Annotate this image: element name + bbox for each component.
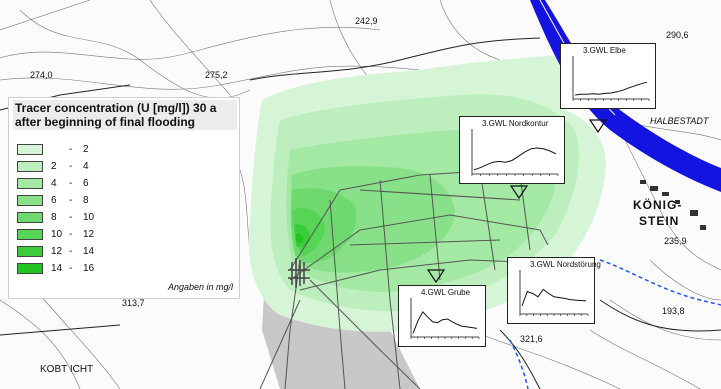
legend-to: 2 xyxy=(83,144,89,155)
inset-series-line xyxy=(521,288,587,306)
legend-row: 6 -8 xyxy=(17,195,89,206)
elevation-label: 290,6 xyxy=(666,30,689,40)
inset-chart-grube: 4.GWL Grube xyxy=(398,285,486,347)
legend-row: 8 -10 xyxy=(17,212,94,223)
legend-to: 10 xyxy=(83,212,95,223)
legend-to: 6 xyxy=(83,178,89,189)
legend-dash: - xyxy=(69,195,73,206)
legend-dash: - xyxy=(69,263,73,274)
legend-dash: - xyxy=(69,246,73,257)
elevation-label: 242,9 xyxy=(355,16,378,26)
town-blocks xyxy=(640,180,706,230)
legend-row: 2 -4 xyxy=(17,161,89,172)
legend-from: 6 xyxy=(51,195,57,206)
town-label: KÖNIG- xyxy=(633,198,683,212)
legend-from: 10 xyxy=(51,229,63,240)
elevation-label: 313,7 xyxy=(122,298,145,308)
legend-row: 10-12 xyxy=(17,229,94,240)
elevation-label: 235,9 xyxy=(664,236,687,246)
legend-unit-note: Angaben in mg/l xyxy=(167,282,233,292)
elevation-label: 321,6 xyxy=(520,334,543,344)
inset-chart-elbe: 3.GWL Elbe xyxy=(560,43,656,109)
inset-chart-nordstoerung: 3.GWL Nordstörung xyxy=(507,257,601,324)
legend-title: Tracer concentration (U [mg/l]) 30 a aft… xyxy=(13,100,237,130)
inset-series-line xyxy=(473,147,557,171)
elevation-label: 275,2 xyxy=(205,70,228,80)
legend-from: 4 xyxy=(51,178,57,189)
town-label: STEIN xyxy=(639,214,680,228)
location-marker-triangle xyxy=(426,269,446,284)
legend-dash: - xyxy=(69,212,73,223)
river-elbe xyxy=(530,0,721,192)
place-label: HALBESTADT xyxy=(650,116,709,126)
boundary-line xyxy=(599,259,721,306)
inset-title: 4.GWL Grube xyxy=(421,288,471,297)
place-label: KOBT ICHT xyxy=(40,364,94,375)
legend-swatch xyxy=(17,246,43,257)
legend-row: 14-16 xyxy=(17,263,94,274)
elevation-label: 193,8 xyxy=(662,306,685,316)
legend-dash: - xyxy=(69,229,73,240)
legend-swatch xyxy=(17,263,43,274)
legend-to: 4 xyxy=(83,161,89,172)
inset-axes xyxy=(471,129,558,175)
legend-from: 2 xyxy=(51,161,57,172)
legend-swatch xyxy=(17,229,43,240)
legend-from: 12 xyxy=(51,246,63,257)
legend-to: 16 xyxy=(83,263,95,274)
legend-dash: - xyxy=(69,161,73,172)
inset-series-line xyxy=(412,310,478,334)
inset-axes xyxy=(410,298,479,338)
legend-from: 14 xyxy=(51,263,63,274)
shaft-cluster xyxy=(288,258,310,288)
legend-row: 12-14 xyxy=(17,246,94,257)
inset-plot xyxy=(471,129,559,176)
legend-dash: - xyxy=(69,178,73,189)
legend-swatch xyxy=(17,161,43,172)
plume-class-14-16 xyxy=(296,233,304,243)
inset-plot xyxy=(519,270,589,316)
legend-panel: Tracer concentration (U [mg/l]) 30 a aft… xyxy=(8,97,240,299)
legend-swatch xyxy=(17,144,43,155)
inset-chart-nordkontur: 3.GWL Nordkontur xyxy=(459,116,565,184)
elevation-label: 274,0 xyxy=(30,70,53,80)
legend-to: 12 xyxy=(83,229,95,240)
legend-swatch xyxy=(17,195,43,206)
legend-row: -2 xyxy=(17,144,89,155)
legend-swatch xyxy=(17,178,43,189)
inset-series-line xyxy=(574,81,648,96)
legend-to: 8 xyxy=(83,195,89,206)
legend-swatch xyxy=(17,212,43,223)
inset-title: 3.GWL Nordkontur xyxy=(482,119,549,128)
inset-title: 3.GWL Nordstörung xyxy=(530,260,601,269)
legend-to: 14 xyxy=(83,246,95,257)
inset-axes xyxy=(519,270,588,315)
inset-plot xyxy=(572,56,650,101)
legend-row: 4 -6 xyxy=(17,178,89,189)
legend-from: 8 xyxy=(51,212,57,223)
location-marker-triangle xyxy=(509,185,529,200)
inset-plot xyxy=(410,298,480,339)
location-marker-triangle xyxy=(588,119,608,134)
legend-dash: - xyxy=(69,144,73,155)
inset-title: 3.GWL Elbe xyxy=(583,46,626,55)
